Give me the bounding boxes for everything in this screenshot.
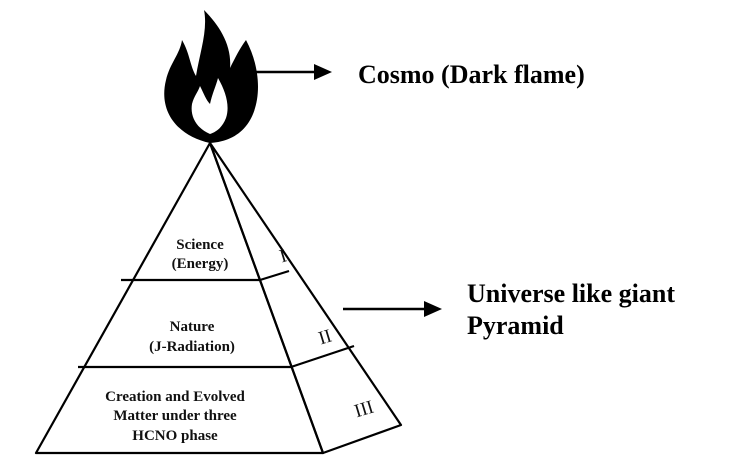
level-3-line-2: Matter under three: [113, 408, 237, 424]
divider-side-1: [259, 269, 290, 282]
divider-side-2: [290, 344, 355, 369]
level-1: Science (Energy) I: [172, 237, 290, 272]
level-1-line-2: (Energy): [172, 256, 229, 272]
level-3-numeral: III: [352, 397, 376, 423]
level-2-line-1: Nature: [170, 319, 215, 335]
level-3-line-1: Creation and Evolved: [105, 389, 245, 405]
pyramid-label-line-2: Pyramid: [467, 311, 564, 340]
pyramid: [34, 141, 403, 455]
level-2-numeral: II: [316, 326, 334, 350]
pyramid-callout-arrow: [343, 301, 442, 317]
level-3: Creation and Evolved Matter under three …: [105, 389, 376, 444]
level-1-line-1: Science: [176, 237, 224, 253]
pyramid-label-line-1: Universe like giant: [467, 279, 675, 308]
pyramid-side-face: [208, 141, 403, 455]
flame-icon: [164, 10, 258, 143]
flame-callout-arrow: [248, 64, 332, 80]
flame-label: Cosmo (Dark flame): [358, 60, 585, 89]
level-2: Nature (J-Radiation) II: [149, 319, 334, 355]
level-2-line-2: (J-Radiation): [149, 339, 235, 355]
level-3-line-3: HCNO phase: [132, 428, 218, 444]
pyramid-front-face: [34, 141, 325, 455]
